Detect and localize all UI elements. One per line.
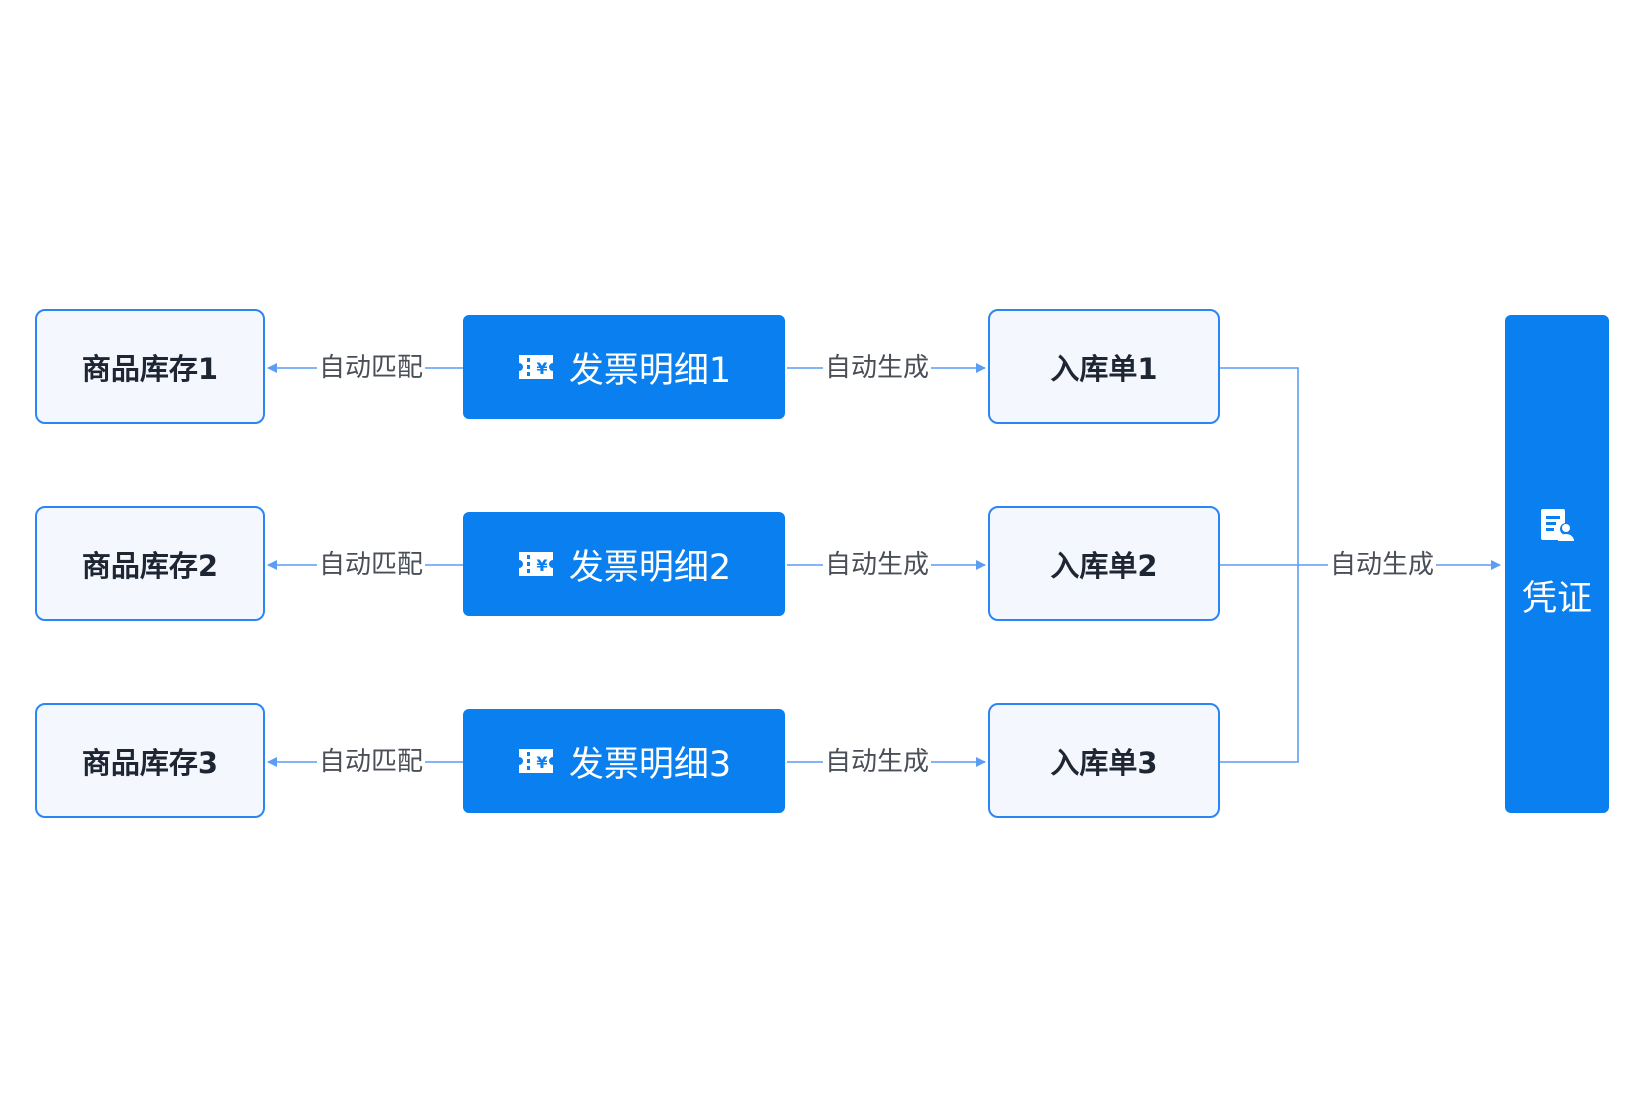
svg-text:¥: ¥ [536, 359, 547, 378]
invoice-node-2-label: 发票明细2 [568, 547, 732, 588]
voucher-doc-user-icon [1538, 507, 1576, 552]
svg-text:¥: ¥ [536, 556, 547, 575]
edge-label-generate-2: 自动生成 [822, 550, 932, 580]
receipt-node-3-label: 入库单3 [1050, 745, 1158, 780]
invoice-yen-ticket-icon: ¥ [517, 746, 555, 776]
edge-label-voucher-generate: 自动生成 [1327, 550, 1437, 580]
edge-label-match-2: 自动匹配 [316, 550, 426, 580]
inventory-node-3-label: 商品库存3 [81, 745, 219, 780]
svg-text:¥: ¥ [536, 753, 547, 772]
invoice-node-2: ¥ 发票明细2 [463, 512, 785, 616]
edge-label-match-3: 自动匹配 [316, 747, 426, 777]
invoice-node-1: ¥ 发票明细1 [463, 315, 785, 419]
inventory-node-2-label: 商品库存2 [81, 548, 219, 583]
edge-label-match-1: 自动匹配 [316, 353, 426, 383]
inventory-node-2: 商品库存2 [35, 506, 265, 621]
receipt-node-2-label: 入库单2 [1050, 548, 1158, 583]
receipt-node-2: 入库单2 [988, 506, 1220, 621]
edge-label-generate-1: 自动生成 [822, 353, 932, 383]
invoice-node-3-label: 发票明细3 [568, 744, 732, 785]
inventory-node-1-label: 商品库存1 [81, 351, 219, 386]
invoice-yen-ticket-icon: ¥ [517, 352, 555, 382]
inventory-node-3: 商品库存3 [35, 703, 265, 818]
voucher-node: 凭证 [1505, 315, 1609, 813]
invoice-node-1-label: 发票明细1 [568, 350, 732, 391]
invoice-node-3: ¥ 发票明细3 [463, 709, 785, 813]
edge-label-generate-3: 自动生成 [822, 747, 932, 777]
invoice-yen-ticket-icon: ¥ [517, 549, 555, 579]
inventory-node-1: 商品库存1 [35, 309, 265, 424]
receipt-node-1-label: 入库单1 [1050, 351, 1158, 386]
receipt-node-3: 入库单3 [988, 703, 1220, 818]
voucher-label: 凭证 [1521, 579, 1592, 619]
receipt-node-1: 入库单1 [988, 309, 1220, 424]
